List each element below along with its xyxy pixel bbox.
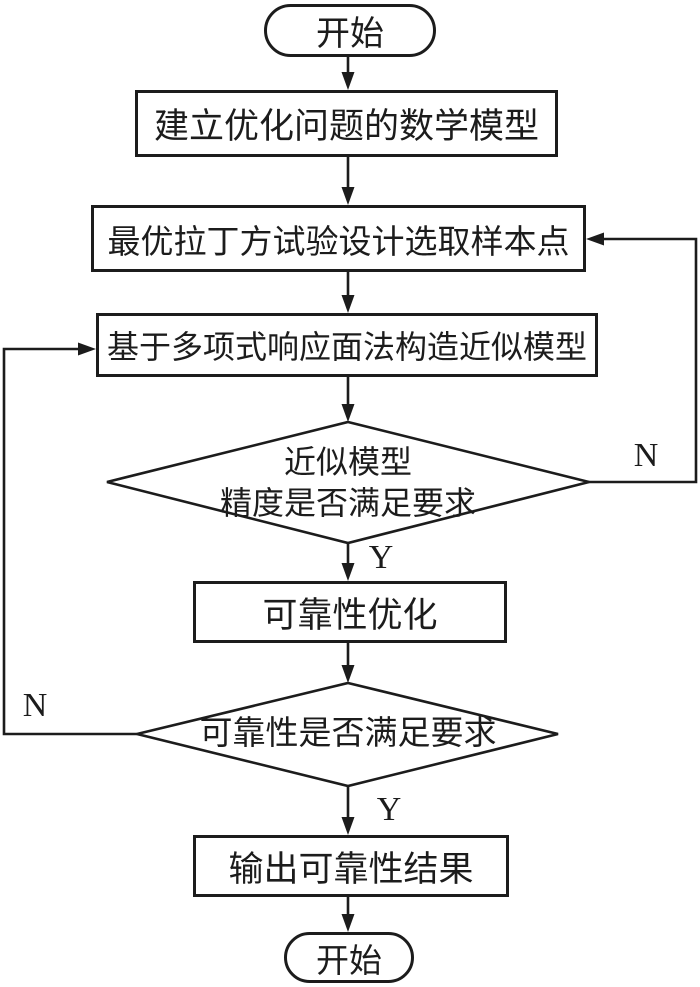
end-terminator: 开始: [284, 932, 414, 983]
arrowhead-into-end: [341, 914, 355, 932]
process-build-math-model: 建立优化问题的数学模型: [135, 90, 558, 157]
arrowhead-into-surface-left: [78, 342, 96, 356]
edge-label-accuracy-yes: Y: [368, 539, 394, 576]
decision-model-accuracy-shape: [106, 420, 590, 545]
arrowhead-into-build: [341, 72, 355, 90]
edge-label-reliability-no: N: [22, 687, 48, 724]
process-latin-square-sampling: 最优拉丁方试验设计选取样本点: [91, 205, 586, 272]
connector-reliability-no-loop: [2, 347, 137, 736]
arrowhead-into-latin: [341, 187, 355, 205]
decision-reliability-shape: [136, 681, 559, 788]
process-response-surface-model: 基于多项式响应面法构造近似模型: [96, 313, 598, 377]
start-terminator: 开始: [264, 4, 436, 57]
arrowhead-into-latin-right: [586, 232, 604, 246]
process-reliability-optimization: 可靠性优化: [193, 581, 507, 643]
process-output-results: 输出可靠性结果: [193, 835, 509, 897]
edge-label-accuracy-no: N: [633, 437, 659, 474]
arrowhead-into-reliability: [341, 665, 355, 683]
arrowhead-into-accuracy: [341, 404, 355, 422]
arrowhead-into-surface: [341, 295, 355, 313]
arrowhead-into-optimization: [341, 563, 355, 581]
arrowhead-into-output: [341, 817, 355, 835]
connector-accuracy-no-loop: [585, 237, 698, 484]
edge-label-reliability-yes: Y: [376, 791, 402, 828]
